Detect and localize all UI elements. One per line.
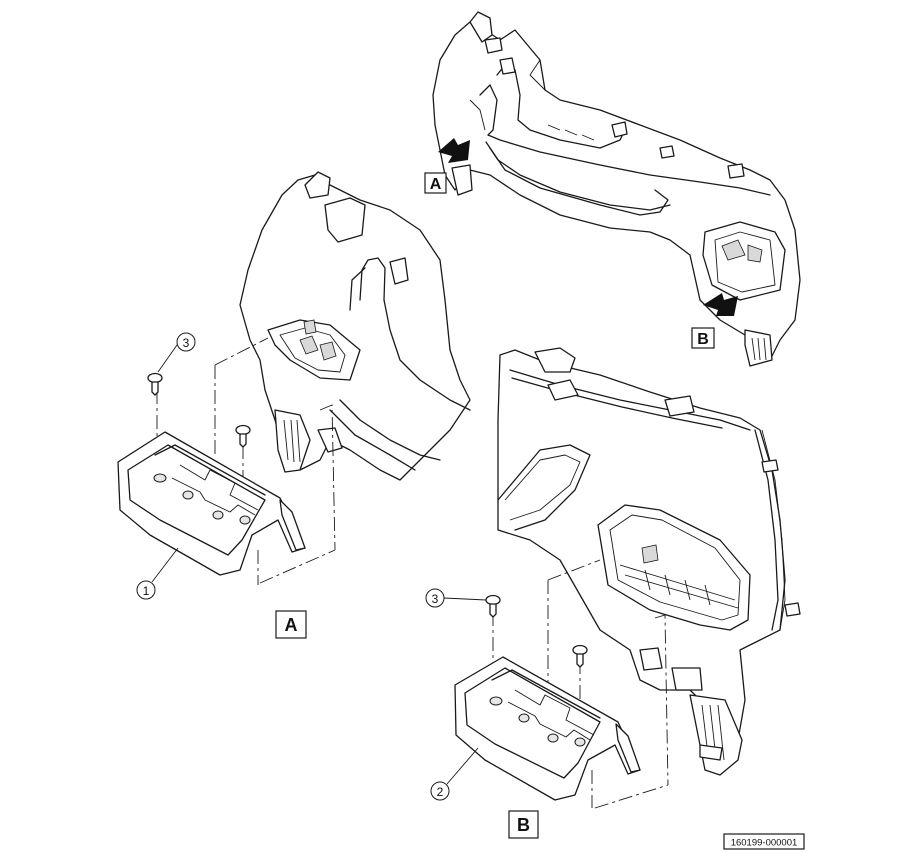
detail-a-view: 3 1 A	[117, 171, 471, 639]
detail-b-view: 3 2 B	[425, 347, 801, 839]
callout-3a: 3	[157, 332, 196, 373]
screw-a-left	[147, 372, 163, 396]
screw-b-left	[485, 594, 501, 618]
reference-code-box: 160199-000001	[723, 833, 805, 850]
svg-text:A: A	[285, 615, 298, 635]
arrow-a-icon	[438, 138, 470, 163]
overview-label-a: A	[424, 172, 447, 194]
svg-text:B: B	[697, 331, 709, 348]
reference-code: 160199-000001	[731, 838, 798, 849]
svg-text:B: B	[517, 815, 530, 835]
tray-part-2	[454, 656, 641, 801]
callout-3b: 3	[425, 588, 487, 608]
screw-b-right	[572, 644, 588, 668]
detail-label-b: B	[508, 810, 539, 839]
detail-label-a: A	[275, 610, 307, 639]
overview-label-b: B	[691, 327, 715, 349]
svg-text:3: 3	[432, 592, 439, 606]
callout-2: 2	[430, 747, 479, 801]
svg-text:3: 3	[183, 336, 190, 350]
svg-text:A: A	[430, 176, 442, 193]
dashboard-overview: A B	[424, 11, 801, 367]
callout-1: 1	[136, 547, 179, 600]
svg-text:1: 1	[143, 584, 150, 598]
tray-part-1	[117, 431, 306, 576]
arrow-b-icon	[703, 293, 738, 316]
screw-a-right	[235, 424, 251, 448]
svg-text:2: 2	[437, 785, 444, 799]
